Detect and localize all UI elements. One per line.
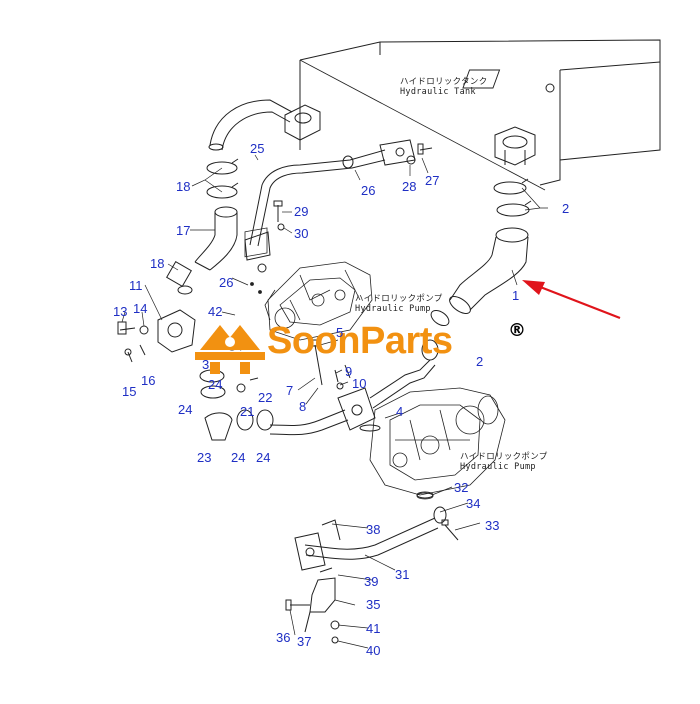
callout-11: 11: [129, 278, 143, 293]
bolts-middle: [310, 339, 351, 390]
callout-23: 23: [197, 450, 212, 465]
callout-8: 8: [299, 399, 307, 414]
callout-26-left: 26: [219, 275, 234, 290]
bolts-upper: [257, 143, 433, 273]
callout-31: 31: [395, 567, 410, 582]
callout-24-c: 24: [231, 450, 246, 465]
callout-14: 14: [133, 301, 148, 316]
callout-29: 29: [294, 204, 309, 219]
pipe-25: [244, 139, 416, 261]
callout-5: 5: [336, 325, 344, 340]
callout-18-top: 18: [176, 179, 191, 194]
callout-2-right: 2: [562, 201, 570, 216]
hydraulic-tank-label: ハイドロリックタンク Hydraulic Tank: [400, 77, 488, 97]
callout-16: 16: [141, 373, 156, 388]
registered-mark: ®: [508, 320, 526, 341]
clamps-18-top: [206, 158, 239, 199]
callout-2-lower: 2: [476, 354, 484, 369]
callout-42: 42: [208, 304, 223, 319]
pointer-arrow: [522, 280, 621, 320]
callout-27: 27: [425, 173, 440, 188]
callout-9: 9: [345, 364, 353, 379]
callout-38: 38: [366, 522, 381, 537]
hydraulic-pump-upper: [244, 227, 373, 341]
tank-port-left: [208, 99, 321, 151]
callout-26-right: 26: [361, 183, 376, 198]
leader-lines: [121, 154, 548, 649]
pipe-4: [269, 339, 439, 436]
callout-1: 1: [512, 288, 520, 303]
callout-40: 40: [366, 643, 381, 658]
callout-3: 3: [202, 357, 210, 372]
callout-15: 15: [122, 384, 137, 399]
hydraulic-pump-label-lower: ハイドロリックポンプ Hydraulic Pump: [460, 452, 548, 472]
callout-10: 10: [352, 376, 367, 391]
pipe-31: [294, 491, 447, 571]
callout-39: 39: [364, 574, 379, 589]
hose-1: [430, 227, 529, 327]
callout-32: 32: [454, 480, 469, 495]
hydraulic-tank: [299, 39, 661, 191]
left-fittings: [117, 261, 196, 363]
callout-41: 41: [366, 621, 381, 636]
callout-37: 37: [297, 634, 312, 649]
tank-port-right: [494, 126, 536, 166]
brand-name: SoonParts: [267, 320, 453, 362]
callout-24-b: 24: [178, 402, 193, 417]
callout-18-mid: 18: [150, 256, 165, 271]
brand-watermark: SoonParts ®: [195, 318, 526, 378]
callout-28: 28: [402, 179, 417, 194]
hose-17: [194, 206, 238, 271]
callout-35: 35: [366, 597, 381, 612]
callout-13: 13: [113, 304, 128, 319]
clamps-2: [493, 178, 532, 217]
callout-7: 7: [286, 383, 294, 398]
callout-17: 17: [176, 223, 191, 238]
callout-30: 30: [294, 226, 309, 241]
callout-22: 22: [258, 390, 273, 405]
callout-24-d: 24: [256, 450, 271, 465]
brand-logo-icon: [195, 325, 265, 374]
callout-4: 4: [396, 404, 404, 419]
callout-36: 36: [276, 630, 291, 645]
callout-33: 33: [485, 518, 500, 533]
callout-34: 34: [466, 496, 481, 511]
callout-25: 25: [250, 141, 265, 156]
hydraulic-pump-label-upper: ハイドロリックポンプ Hydraulic Pump: [355, 294, 443, 314]
bracket-35: [285, 519, 459, 644]
callout-24-a: 24: [208, 377, 223, 392]
hydraulic-pump-lower: [369, 387, 506, 500]
callout-21: 21: [240, 404, 255, 419]
